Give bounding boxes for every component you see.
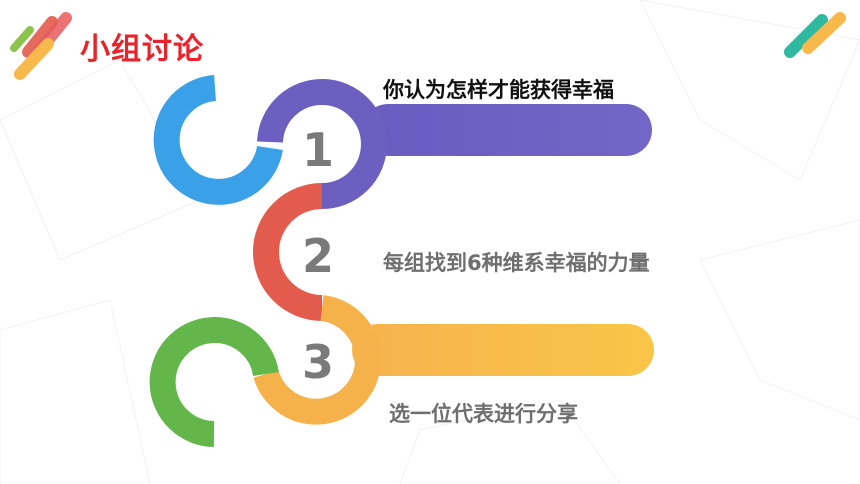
purple-arc	[257, 79, 387, 209]
green-arc	[149, 317, 279, 447]
step-1-bar	[362, 104, 652, 156]
step-3-bar	[352, 324, 654, 376]
corner-decoration-right	[784, 12, 846, 58]
corner-decoration-left	[10, 12, 72, 80]
step-2-text: 每组找到6种维系幸福的力量	[383, 251, 650, 275]
step-3-text: 选一位代表进行分享	[389, 402, 578, 426]
step-2-number: 2	[302, 229, 334, 283]
step-3-number: 3	[302, 335, 334, 389]
step-1-text: 你认为怎样才能获得幸福	[383, 78, 614, 102]
step-1-number: 1	[302, 123, 334, 177]
blue-arc	[153, 75, 283, 205]
yellow-arc	[253, 295, 381, 425]
page-title: 小组讨论	[80, 32, 204, 67]
red-arc	[253, 183, 323, 321]
